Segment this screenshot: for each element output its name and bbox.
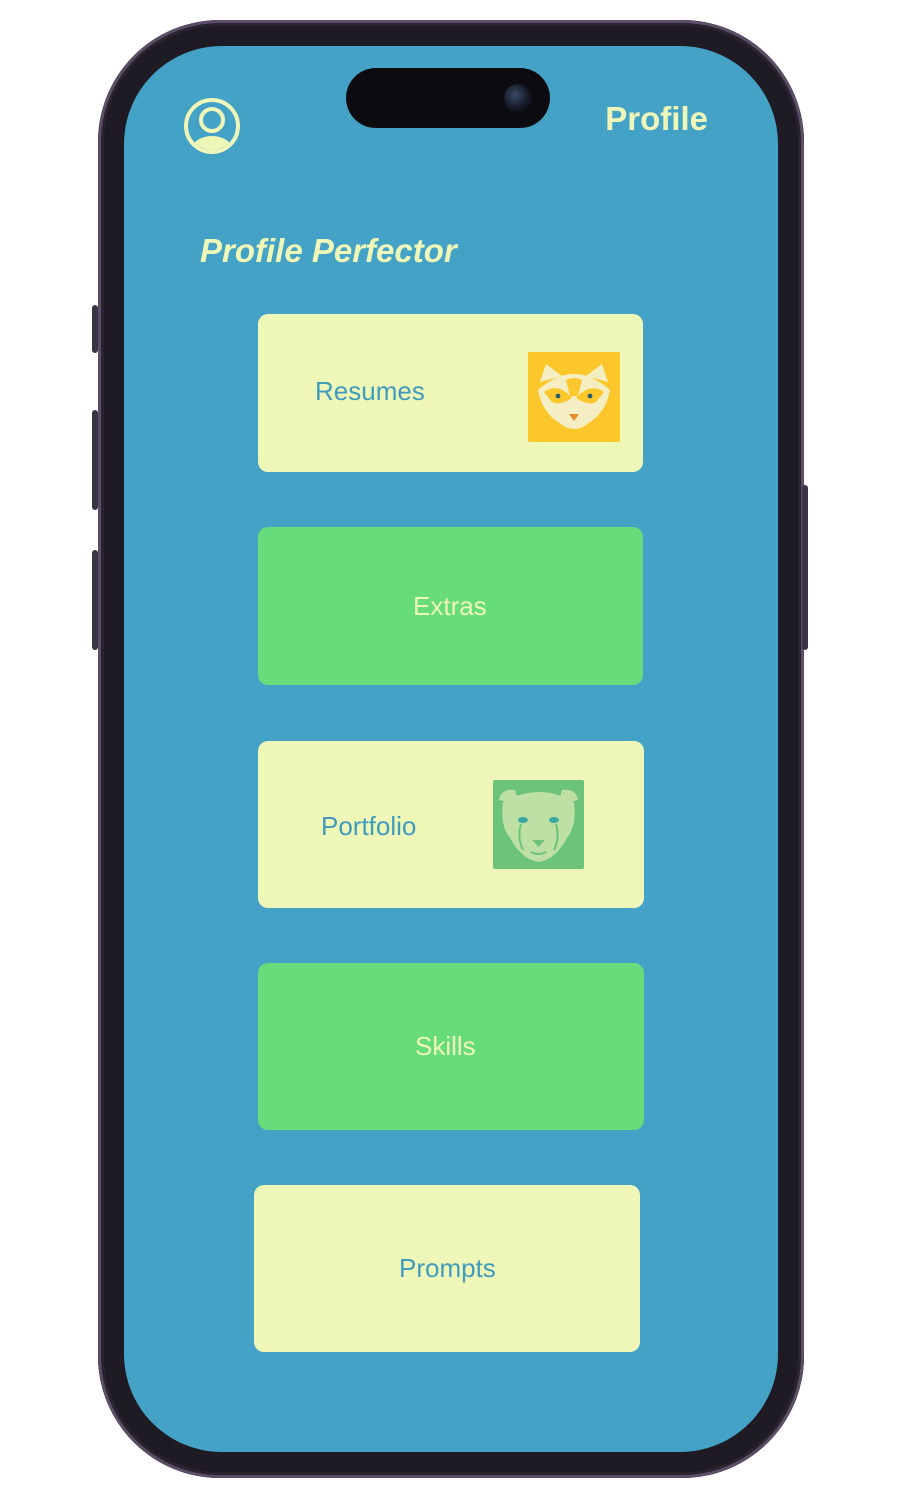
raccoon-icon <box>528 352 620 442</box>
extras-card[interactable]: Extras <box>258 527 643 685</box>
portfolio-card[interactable]: Portfolio <box>258 741 644 908</box>
resumes-label: Resumes <box>315 376 425 406</box>
volume-up-button <box>92 410 98 510</box>
app-title: Profile Perfector <box>200 232 457 269</box>
action-button <box>92 305 98 353</box>
cheetah-icon <box>493 780 584 869</box>
volume-down-button <box>92 550 98 650</box>
front-camera <box>504 84 532 112</box>
extras-label: Extras <box>413 591 487 621</box>
prompts-label: Prompts <box>399 1253 496 1283</box>
phone-screen: Profile Profile Perfector Resumes <box>124 46 778 1452</box>
power-button <box>802 485 808 650</box>
portfolio-label: Portfolio <box>321 811 417 841</box>
resumes-card[interactable]: Resumes <box>258 314 643 472</box>
dynamic-island <box>346 68 550 128</box>
skills-label: Skills <box>415 1031 476 1061</box>
header-title[interactable]: Profile <box>605 100 708 137</box>
user-circle-icon[interactable] <box>182 96 242 156</box>
prompts-card[interactable]: Prompts <box>254 1185 640 1352</box>
skills-card[interactable]: Skills <box>258 963 644 1130</box>
